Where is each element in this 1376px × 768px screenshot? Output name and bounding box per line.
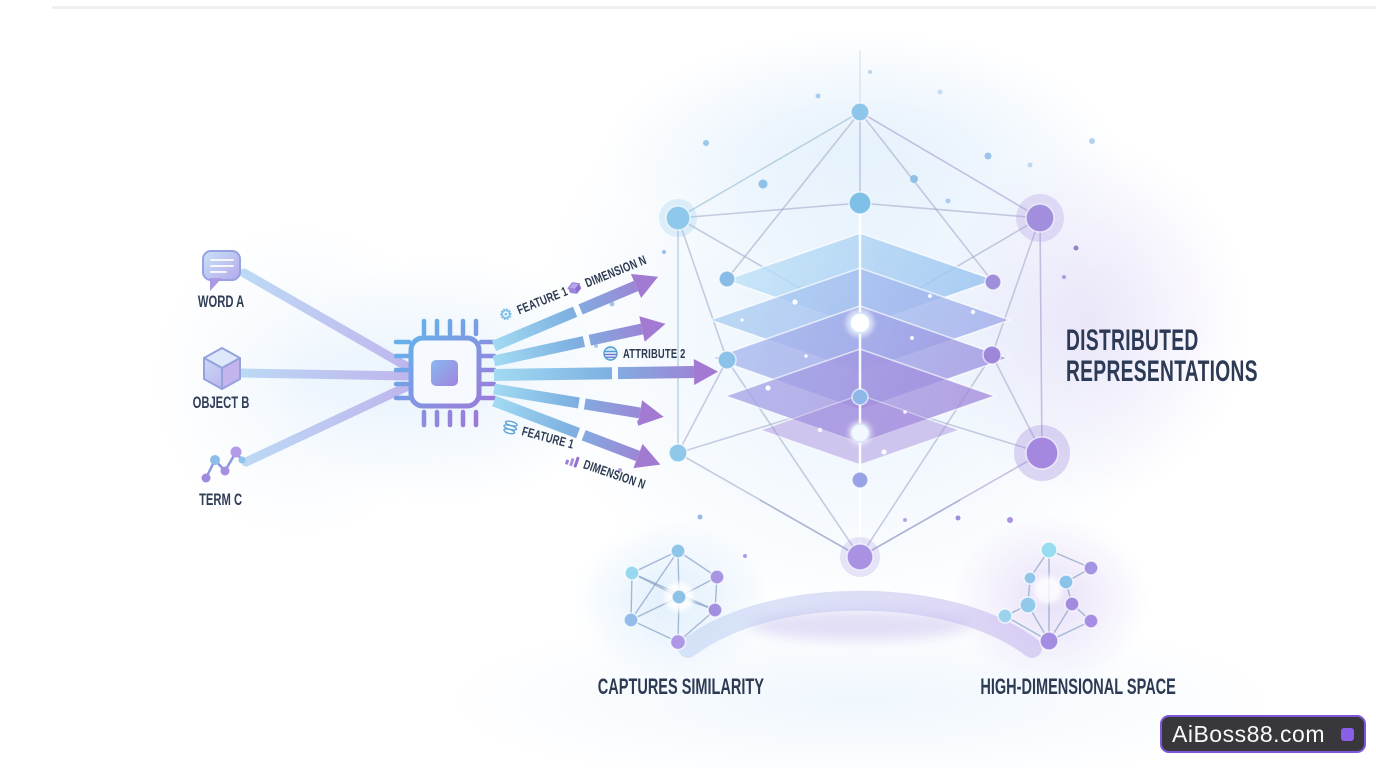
arrow-label-dimension-n-top: DIMENSION N	[565, 243, 672, 298]
cube-icon	[565, 279, 583, 297]
background-glows	[150, 30, 1280, 768]
particles	[594, 70, 1095, 558]
lattice-nodes	[659, 102, 1070, 577]
title-line-1: DISTRIBUTED	[1066, 324, 1199, 357]
cube-icon	[203, 347, 241, 390]
caption-captures-similarity: CAPTURES SIMILARITY	[597, 674, 764, 699]
caption-high-dimensional-space: HIGH-DIMENSIONAL SPACE	[980, 674, 1176, 699]
similarity-swoosh	[678, 590, 1042, 658]
watermark-badge[interactable]: AiBoss88.com	[1160, 715, 1366, 753]
embedding-arrows	[491, 274, 718, 469]
similarity-cluster-left	[623, 543, 725, 651]
sphere-layers-icon	[501, 418, 519, 436]
title-line-2: REPRESENTATIONS	[1066, 355, 1258, 388]
zigzag-chart-icon	[201, 446, 246, 483]
arrow-label-dimension-n-bottom: DIMENSION N	[564, 450, 672, 500]
page-title: DISTRIBUTED REPRESENTATIONS	[1066, 325, 1366, 387]
globe-icon	[603, 346, 618, 361]
source-label-term-c: TERM C	[199, 490, 243, 509]
speech-bubble-icon	[202, 250, 241, 291]
watermark-text: AiBoss88.com	[1172, 720, 1326, 747]
chip-icon	[393, 318, 497, 428]
arrow-label-feature-1-bottom: FEATURE 1	[501, 418, 596, 457]
source-label-word-a: WORD A	[197, 292, 245, 311]
watermark-square-icon	[1341, 727, 1354, 741]
similarity-cluster-right	[997, 541, 1099, 651]
top-hairline	[52, 6, 1376, 9]
bar-chart-icon	[564, 451, 582, 469]
arrow-label-attribute-2: ATTRIBUTE 2	[603, 346, 710, 361]
source-connection-lines	[237, 268, 411, 467]
source-label-object-b: OBJECT B	[192, 393, 250, 412]
layer-sparkles	[740, 294, 976, 455]
